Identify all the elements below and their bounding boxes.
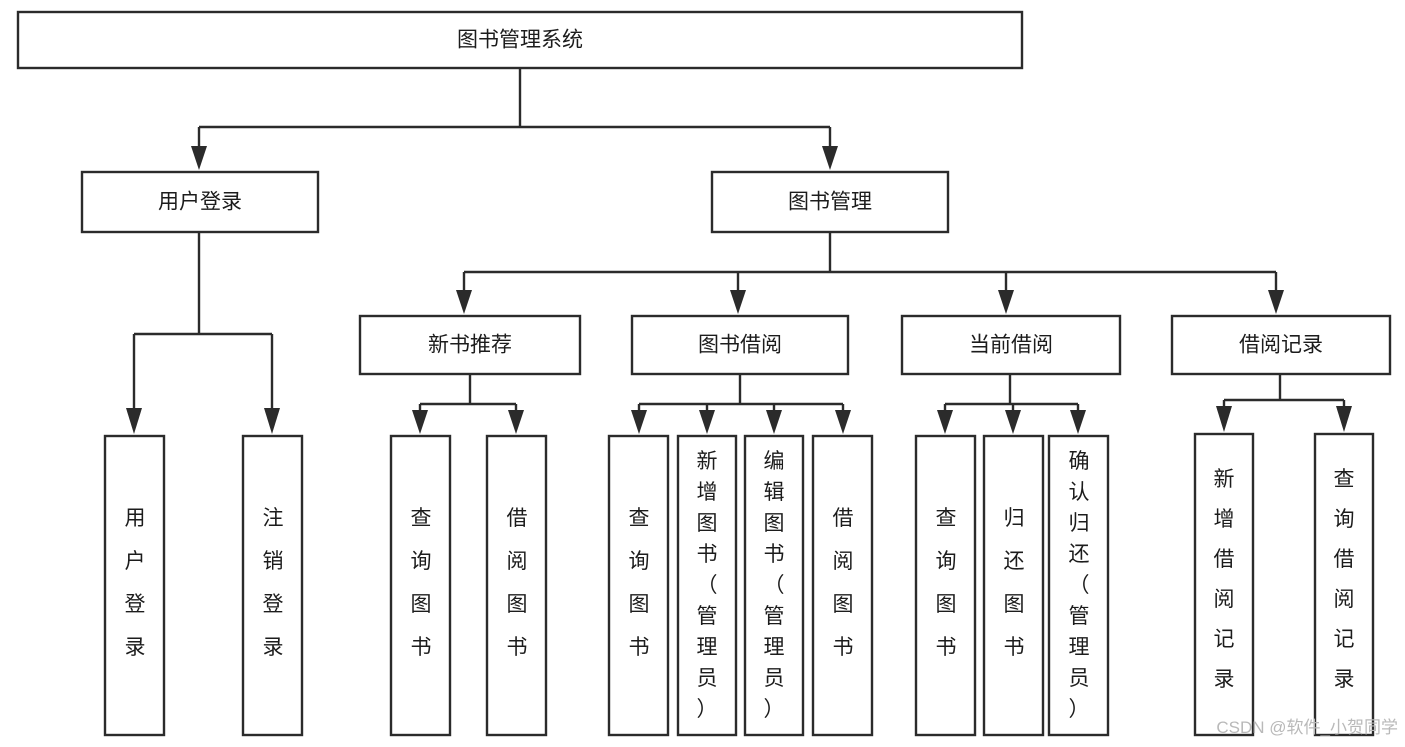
node-leaf-add-record-label: 新增借阅记录	[1214, 468, 1235, 691]
node-leaf-query-book-1-label: 查询图书	[411, 507, 432, 659]
arrow-to-leaf-return-book	[1005, 410, 1021, 434]
node-new-book-recommend-label: 新书推荐	[428, 334, 512, 357]
node-book-manage-label: 图书管理	[788, 191, 872, 214]
node-leaf-borrow-book-2-label: 借阅图书	[833, 507, 854, 659]
node-leaf-query-book-2-box[interactable]	[607, 434, 670, 737]
arrow-to-leaf-query-record	[1336, 406, 1352, 432]
arrow-to-leaf-add-book	[699, 410, 715, 434]
node-current-borrow-box[interactable]	[900, 314, 1122, 376]
node-root-box[interactable]	[16, 10, 1024, 70]
arrow-to-leaf-borrow-book-1	[508, 410, 524, 434]
node-leaf-edit-book[interactable]: 编辑图书（管理员）	[743, 434, 805, 737]
node-leaf-return-book-box[interactable]	[982, 434, 1045, 737]
arrow-to-leaf-user-login	[126, 408, 142, 434]
arrow-to-user-login	[191, 146, 207, 170]
node-leaf-query-record[interactable]: 查询借阅记录	[1313, 432, 1375, 737]
node-leaf-borrow-book-2-box[interactable]	[811, 434, 874, 737]
arrow-to-borrow-record	[1268, 290, 1284, 314]
arrow-to-leaf-query-book-1	[412, 410, 428, 434]
node-leaf-add-record[interactable]: 新增借阅记录	[1193, 432, 1255, 737]
node-root[interactable]: 图书管理系统	[16, 10, 1024, 70]
node-leaf-query-record-label: 查询借阅记录	[1334, 468, 1355, 691]
arrow-to-current-borrow	[998, 290, 1014, 314]
node-leaf-query-book-2[interactable]: 查询图书	[607, 434, 670, 737]
node-user-login-box[interactable]	[80, 170, 320, 234]
node-leaf-borrow-book-2[interactable]: 借阅图书	[811, 434, 874, 737]
node-leaf-query-record-box[interactable]	[1313, 432, 1375, 737]
arrow-to-leaf-query-book-2	[631, 410, 647, 434]
node-book-borrow-box[interactable]	[630, 314, 850, 376]
node-current-borrow-label: 当前借阅	[969, 334, 1053, 357]
node-borrow-record[interactable]: 借阅记录	[1170, 314, 1392, 376]
node-leaf-confirm-return[interactable]: 确认归还（管理员）	[1047, 434, 1110, 737]
node-leaf-query-book-3-label: 查询图书	[936, 507, 957, 659]
node-borrow-record-label: 借阅记录	[1239, 334, 1323, 357]
node-leaf-add-book[interactable]: 新增图书（管理员）	[676, 434, 738, 737]
node-borrow-record-box[interactable]	[1170, 314, 1392, 376]
node-leaf-query-book-3-box[interactable]	[914, 434, 977, 737]
node-user-login-label: 用户登录	[158, 191, 242, 214]
arrow-to-leaf-edit-book	[766, 410, 782, 434]
arrow-to-leaf-add-record	[1216, 406, 1232, 432]
arrow-to-book-borrow	[730, 290, 746, 314]
node-leaf-edit-book-box[interactable]	[743, 434, 805, 737]
node-leaf-add-book-label: 新增图书（管理员）	[697, 450, 718, 721]
node-new-book-recommend-box[interactable]	[358, 314, 582, 376]
node-leaf-borrow-book-1-box[interactable]	[485, 434, 548, 737]
node-current-borrow[interactable]: 当前借阅	[900, 314, 1122, 376]
node-leaf-return-book-label: 归还图书	[1004, 507, 1025, 659]
node-book-manage-box[interactable]	[710, 170, 950, 234]
node-leaf-user-logout[interactable]: 注销登录	[241, 434, 304, 737]
node-leaf-query-book-2-label: 查询图书	[629, 507, 650, 659]
watermark-label: CSDN @软件_小贺同学	[1216, 718, 1398, 737]
node-user-login[interactable]: 用户登录	[80, 170, 320, 234]
arrow-to-leaf-confirm-return	[1070, 410, 1086, 434]
node-leaf-add-record-box[interactable]	[1193, 432, 1255, 737]
node-book-manage[interactable]: 图书管理	[710, 170, 950, 234]
arrow-to-leaf-user-logout	[264, 408, 280, 434]
node-leaf-confirm-return-box[interactable]	[1047, 434, 1110, 737]
node-leaf-user-logout-label: 注销登录	[263, 507, 284, 659]
node-leaf-borrow-book-1[interactable]: 借阅图书	[485, 434, 548, 737]
node-leaf-user-login[interactable]: 用户登录	[103, 434, 166, 737]
node-leaf-confirm-return-label: 确认归还（管理员）	[1069, 450, 1090, 721]
node-leaf-borrow-book-1-label: 借阅图书	[507, 507, 528, 659]
node-root-label: 图书管理系统	[457, 29, 583, 52]
arrow-to-new-book-recommend	[456, 290, 472, 314]
node-leaf-user-login-label: 用户登录	[125, 507, 146, 659]
arrow-to-book-manage	[822, 146, 838, 170]
connector-layer	[126, 68, 1352, 434]
arrow-to-leaf-query-book-3	[937, 410, 953, 434]
node-book-borrow-label: 图书借阅	[698, 334, 782, 357]
node-new-book-recommend[interactable]: 新书推荐	[358, 314, 582, 376]
node-leaf-query-book-1[interactable]: 查询图书	[389, 434, 452, 737]
node-leaf-return-book[interactable]: 归还图书	[982, 434, 1045, 737]
node-leaf-edit-book-label: 编辑图书（管理员）	[764, 450, 785, 721]
arrow-to-leaf-borrow-book-2	[835, 410, 851, 434]
node-leaf-user-login-box[interactable]	[103, 434, 166, 737]
node-leaf-add-book-box[interactable]	[676, 434, 738, 737]
node-leaf-query-book-3[interactable]: 查询图书	[914, 434, 977, 737]
node-book-borrow[interactable]: 图书借阅	[630, 314, 850, 376]
node-leaf-query-book-1-box[interactable]	[389, 434, 452, 737]
node-leaf-user-logout-box[interactable]	[241, 434, 304, 737]
